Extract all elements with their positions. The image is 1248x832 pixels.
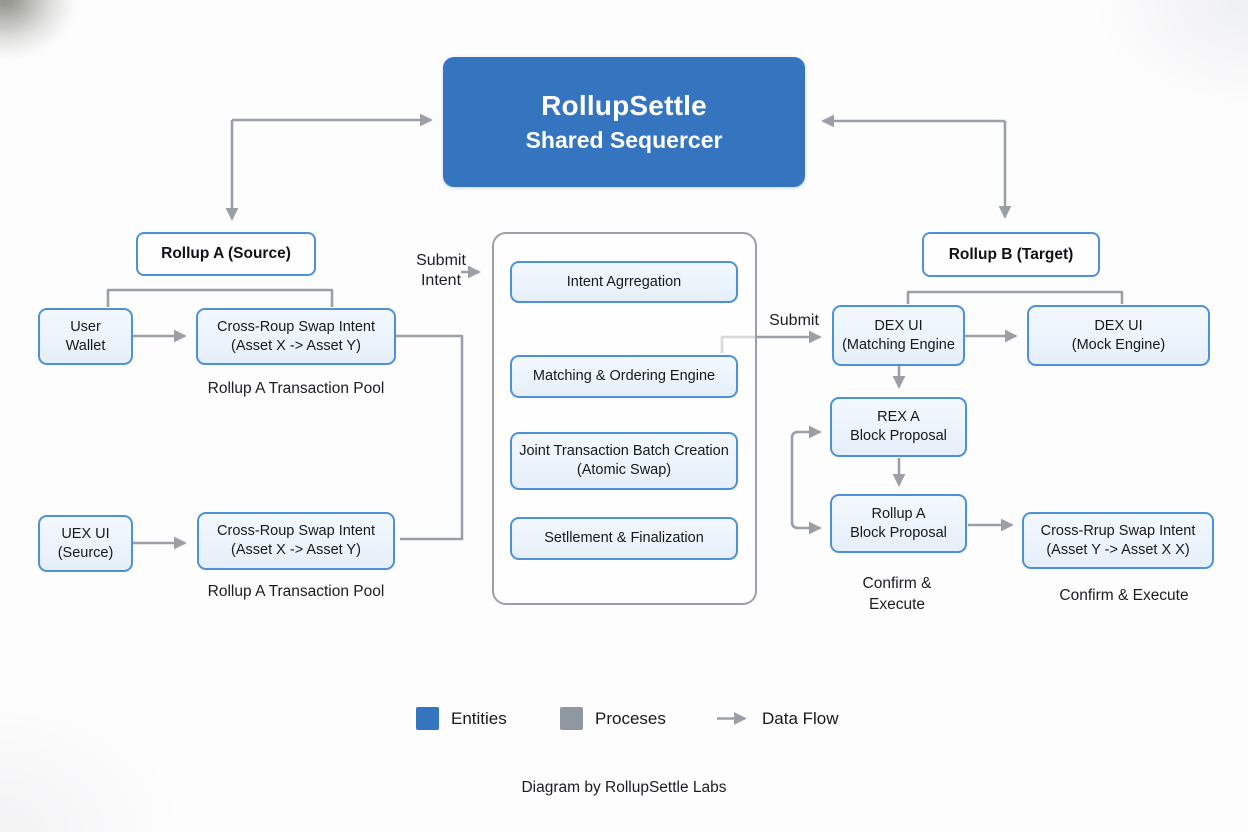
swap-intent-target-node: Cross-Rrup Swap Intent (Asset Y -> Asset… [1022, 512, 1214, 569]
matching-engine-node: Matching & Ordering Engine [510, 355, 738, 398]
bracket-swap-intents [396, 334, 464, 541]
batch-creation-line2: (Atomic Swap) [576, 462, 672, 478]
submit-intent-label: Submit Intent [405, 251, 477, 291]
rex-a-block-line2: Block Proposal [850, 428, 947, 444]
bracket-block-proposals [790, 425, 822, 535]
data-flow-arrow-icon [717, 712, 747, 725]
user-wallet-node: User Wallet [38, 308, 133, 365]
dex-ui-matching-node: DEX UI (Matching Engine [832, 305, 965, 366]
rollup-a-header-label: Rollup A (Source) [161, 245, 291, 262]
entities-swatch-icon [416, 707, 439, 730]
swap-intent-top-line2: (Asset X -> Asset Y) [231, 337, 361, 354]
bracket-rollup-a-group [106, 288, 334, 307]
legend-entities: Entities [416, 707, 507, 730]
rollup-b-header-node: Rollup B (Target) [922, 232, 1100, 277]
rex-a-block-node: REX A Block Proposal [830, 397, 967, 457]
swap-intent-target-line2: (Asset Y -> Asset X X) [1046, 541, 1190, 558]
rollup-a-block-line1: Rollup A [871, 505, 926, 522]
legend-data-flow: Data Flow [716, 707, 839, 730]
legend-data-flow-label: Data Flow [762, 708, 839, 728]
swap-intent-top-line1: Cross-Roup Swap Intent [217, 318, 375, 335]
confirm-execute-line2: Execute [868, 595, 925, 613]
intent-aggregation-node: Intent Agrregation [510, 261, 738, 303]
legend-processes-label: Proceses [595, 708, 666, 728]
confirm-execute-line1: Confirm & [862, 575, 932, 592]
dex-ui-mock-line1: DEX UI [1094, 317, 1143, 334]
processes-swatch-icon [560, 707, 583, 730]
legend-processes: Proceses [560, 707, 666, 730]
user-wallet-line2: Wallet [65, 337, 106, 354]
rollup-a-header-node: Rollup A (Source) [136, 232, 316, 276]
uex-ui-line1: UEX UI [61, 525, 110, 542]
user-wallet-line1: User [70, 318, 101, 335]
legend-entities-label: Entities [451, 708, 507, 728]
batch-creation-node: Joint Transaction Batch Creation (Atomic… [510, 432, 738, 490]
swap-intent-target-line1: Cross-Rrup Swap Intent [1040, 522, 1196, 539]
sequencer-title: RollupSettle [541, 90, 707, 121]
dex-ui-matching-line2: (Matching Engine [842, 336, 955, 353]
intent-aggregation-label: Intent Agrregation [566, 273, 682, 290]
rex-a-block-line1: REX A [877, 409, 920, 426]
submit-label: Submit [769, 312, 819, 329]
pool-label-top: Rollup A Transaction Pool [207, 380, 385, 397]
dex-ui-matching-line1: DEX UI [874, 317, 923, 334]
settlement-label: Setllement & Finalization [544, 530, 704, 547]
confirm-execute-stacked-label: Confirm & Execute [837, 574, 957, 616]
swap-intent-top-node: Cross-Roup Swap Intent (Asset X -> Asset… [196, 308, 396, 365]
submit-intent-line1: Submit [416, 252, 466, 269]
rollup-a-block-line2: Block Proposal [850, 524, 947, 541]
rollup-a-block-node: Rollup A Block Proposal [830, 494, 967, 553]
dex-ui-mock-line2: (Mock Engine) [1071, 336, 1166, 353]
rollup-b-header-label: Rollup B (Target) [948, 245, 1074, 263]
swap-intent-bottom-line1: Cross-Roup Swap Intent [217, 523, 375, 540]
settlement-node: Setllement & Finalization [510, 517, 738, 560]
shared-sequencer-node: RollupSettle Shared Sequercer [443, 57, 805, 187]
uex-ui-node: UEX UI (Seurce) [38, 515, 133, 572]
pool-label-bottom: Rollup A Transaction Pool [207, 583, 385, 600]
bracket-dex-group [906, 290, 1124, 304]
swap-intent-bottom-line2: (Asset X -> Asset Y) [231, 542, 361, 558]
swap-intent-bottom-node: Cross-Roup Swap Intent (Asset X -> Asset… [197, 512, 395, 570]
legend: Entities Proceses Data Flow [0, 704, 1248, 734]
dex-ui-mock-node: DEX UI (Mock Engine) [1027, 305, 1210, 366]
attribution-text: Diagram by RollupSettle Labs [521, 779, 727, 796]
matching-engine-label: Matching & Ordering Engine [532, 368, 716, 385]
uex-ui-line2: (Seurce) [57, 544, 114, 561]
sequencer-subtitle: Shared Sequercer [525, 127, 723, 153]
submit-intent-line2: Intent [420, 272, 462, 289]
batch-creation-line1: Joint Transaction Batch Creation [519, 443, 729, 460]
confirm-execute-inline-label: Confirm & Execute [1059, 587, 1189, 604]
